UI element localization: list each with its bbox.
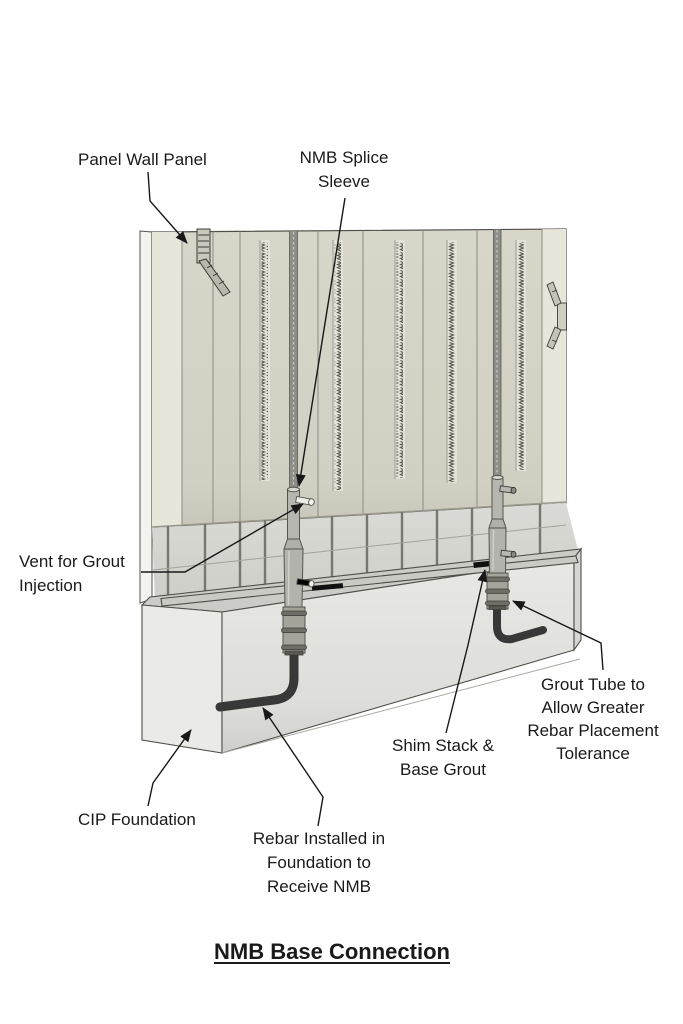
- rebar-right-L: [493, 604, 547, 644]
- label-shim-stack-base-grout: Shim Stack & Base Grout: [392, 734, 494, 782]
- foundation-end-face: [141, 604, 223, 754]
- label-line: Foundation to: [267, 853, 371, 872]
- label-cip-foundation: CIP Foundation: [78, 808, 196, 832]
- panel-side-face: [139, 230, 153, 604]
- leader-grout-tube: [512, 600, 604, 671]
- label-panel-wall-panel: Panel Wall Panel: [78, 148, 207, 172]
- wall-panel: [139, 228, 567, 604]
- label-line: Injection: [19, 576, 83, 595]
- grout-tube-ribbed-left: [281, 606, 307, 656]
- label-rebar-installed: Rebar Installed in Foundation to Receive…: [253, 827, 385, 899]
- label-line: Panel Wall Panel: [78, 150, 207, 169]
- label-line: Tolerance: [556, 744, 630, 763]
- label-line: Base Grout: [399, 760, 486, 779]
- vent-port-lower-left: [296, 578, 315, 588]
- label-nmb-splice-sleeve: NMB Splice Sleeve: [300, 146, 389, 194]
- leader-nmb-splice-sleeve: [295, 197, 346, 487]
- label-line: Vent for Grout: [19, 552, 125, 571]
- leader-vent: [141, 503, 304, 573]
- embed-plate-hardware-left: [196, 228, 231, 297]
- rebar-left-L: [215, 648, 299, 712]
- label-vent-for-grout-injection: Vent for Grout Injection: [19, 550, 125, 598]
- figure-title: NMB Base Connection: [214, 939, 450, 964]
- foundation-back-bottom-edge: [221, 658, 581, 754]
- label-line: Rebar Installed in: [252, 829, 386, 848]
- panel-strip-right: [542, 229, 566, 515]
- label-line: CIP Foundation: [78, 810, 196, 829]
- vent-port-upper-right: [499, 485, 517, 494]
- label-line: Receive NMB: [267, 877, 371, 896]
- label-line: Sleeve: [318, 172, 370, 191]
- grout-tube-ribbed-right: [485, 572, 510, 610]
- label-line: Rebar Placement: [527, 721, 659, 740]
- leader-lines: [141, 171, 604, 827]
- label-line: NMB Splice: [299, 148, 389, 167]
- splice-sleeve-right: [485, 475, 517, 610]
- vent-port-lower-right: [500, 549, 517, 558]
- label-line: Grout Tube to: [541, 675, 645, 694]
- leader-rebar-installed: [262, 707, 324, 827]
- label-line: Shim Stack &: [391, 736, 495, 755]
- panel-strip-left: [152, 229, 182, 528]
- embed-plate-hardware-right: [546, 281, 567, 350]
- splice-sleeve-left: [281, 486, 315, 656]
- leader-shim-stack: [445, 569, 488, 734]
- foundation-right-sliver: [573, 547, 582, 652]
- label-grout-tube-tolerance: Grout Tube to Allow Greater Rebar Placem…: [527, 673, 658, 765]
- rebar-chain-textures: [259, 240, 526, 491]
- leader-cip-foundation: [147, 729, 192, 807]
- foundation-rebar: [215, 604, 547, 712]
- label-line: Allow Greater: [541, 698, 645, 717]
- base-grout-pad: [160, 555, 579, 607]
- shim-stack-left: [311, 583, 344, 591]
- leader-panel-wall-panel: [147, 171, 188, 244]
